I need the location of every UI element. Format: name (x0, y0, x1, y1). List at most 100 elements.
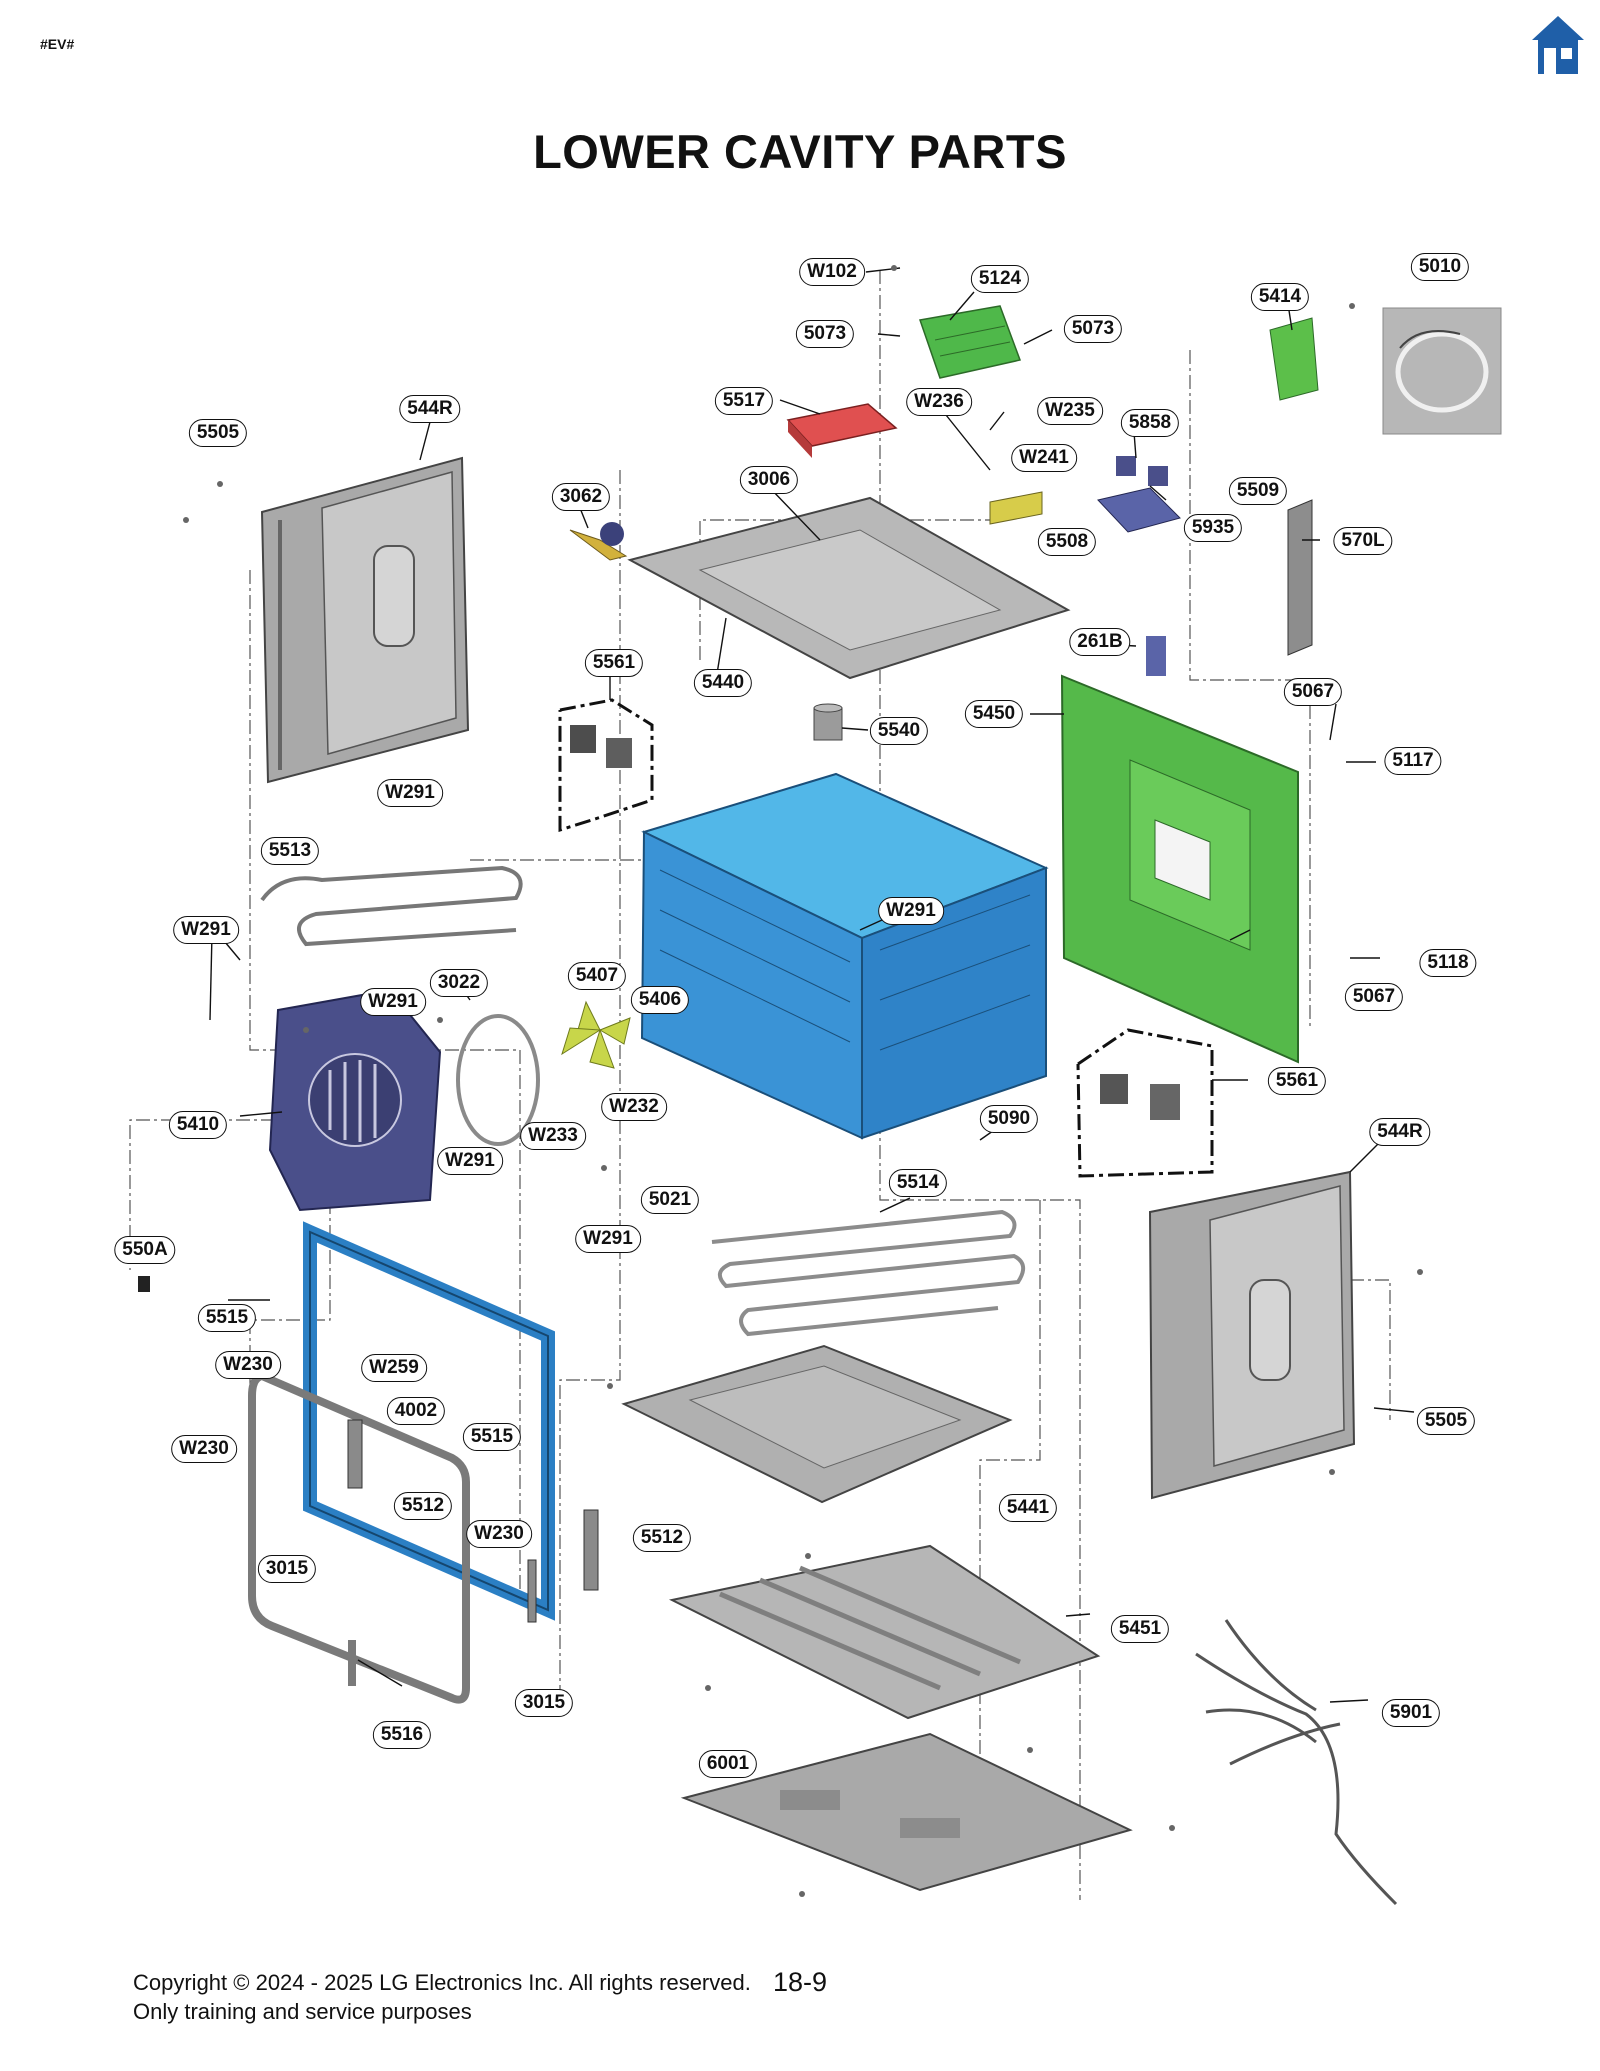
broil-element (260, 865, 523, 947)
part-label: 5509 (1228, 477, 1288, 505)
top-panel (627, 496, 1071, 680)
door-frame (303, 1221, 555, 1621)
part-label: 5451 (1110, 1615, 1170, 1643)
part-label: 261B (1069, 628, 1131, 656)
part-label: 5021 (640, 1186, 700, 1214)
part-label: 3062 (551, 483, 611, 511)
terminal-block (989, 491, 1043, 525)
side-panel-right (1148, 1170, 1356, 1500)
bake-element (711, 1209, 1026, 1337)
green-motor (919, 305, 1022, 379)
part-label: 5414 (1250, 283, 1310, 311)
part-label: 3015 (514, 1689, 574, 1717)
part-label: 5515 (197, 1304, 257, 1332)
base-panel (680, 1732, 1133, 1892)
part-label: 5517 (714, 387, 774, 415)
part-label: W235 (1037, 397, 1103, 425)
part-label: 5441 (998, 1494, 1058, 1522)
part-label: 4002 (386, 1397, 446, 1425)
part-label: 5515 (462, 1423, 522, 1451)
fan-cover (268, 988, 442, 1212)
part-label: W291 (437, 1147, 503, 1175)
part-label: 5073 (1063, 315, 1123, 343)
page-number: 18-9 (773, 1967, 828, 1997)
part-label: 5901 (1381, 1699, 1441, 1727)
part-label: W233 (520, 1122, 586, 1150)
part-label: 5508 (1037, 528, 1097, 556)
part-label: 5090 (979, 1105, 1039, 1133)
bottom-tray (621, 1344, 1013, 1504)
footer: Copyright © 2024 - 2025 LG Electronics I… (133, 1968, 751, 2026)
part-label: 5512 (393, 1492, 453, 1520)
part-label: 5067 (1283, 678, 1343, 706)
part-label: 544R (1369, 1118, 1431, 1146)
part-label: 544R (399, 395, 461, 423)
part-label: 5514 (888, 1169, 948, 1197)
part-label: W236 (906, 388, 972, 416)
part-label: 5505 (1416, 1407, 1476, 1435)
part-label: 5067 (1344, 983, 1404, 1011)
part-label: 5561 (1267, 1067, 1327, 1095)
part-label: 3015 (257, 1555, 317, 1583)
part-label: 5410 (168, 1111, 228, 1139)
fan-blade (561, 1000, 631, 1069)
part-label: 5440 (693, 669, 753, 697)
fitting (813, 703, 843, 741)
oven-cavity (640, 772, 1049, 1140)
door-gasket (248, 1371, 470, 1704)
part-label: 5406 (630, 986, 690, 1014)
part-label: 570L (1333, 527, 1393, 555)
part-label: W232 (601, 1093, 667, 1121)
part-label: W291 (878, 897, 944, 925)
strip-570l (1287, 499, 1313, 656)
part-label: 5561 (584, 649, 644, 677)
side-panel-left (260, 456, 470, 784)
part-label: W102 (799, 258, 865, 286)
convection-element (456, 1014, 540, 1146)
wire-coil-photo (1382, 307, 1502, 435)
part-label: W230 (466, 1520, 532, 1548)
switch-parts (1097, 456, 1181, 676)
part-label: 5118 (1419, 949, 1477, 977)
part-label: W291 (173, 916, 239, 944)
page-title: LOWER CAVITY PARTS (533, 125, 1067, 178)
usage-note: Only training and service purposes (133, 1999, 472, 2024)
part-label: W259 (361, 1354, 427, 1382)
home-icon[interactable] (1530, 14, 1586, 76)
part-label: 5010 (1410, 253, 1470, 281)
wire-harness (1195, 1619, 1398, 1906)
small-part-550a (138, 1276, 150, 1292)
sensor-box (786, 403, 898, 458)
part-label: 5117 (1384, 747, 1442, 775)
sensor-bracket-top (558, 698, 654, 833)
green-bracket (1269, 317, 1319, 401)
door-brackets (347, 1419, 599, 1623)
part-label: 5516 (372, 1721, 432, 1749)
part-label: 6001 (698, 1750, 758, 1778)
part-label: W291 (360, 988, 426, 1016)
part-label: 5935 (1183, 514, 1243, 542)
part-label: 5073 (795, 320, 855, 348)
part-label: 5407 (567, 962, 627, 990)
copyright: Copyright © 2024 - 2025 LG Electronics I… (133, 1970, 751, 1995)
damper-motor (569, 522, 628, 561)
part-label: 3022 (429, 969, 489, 997)
part-label: W230 (215, 1351, 281, 1379)
part-label: 550A (114, 1236, 176, 1264)
part-label: 5858 (1120, 409, 1180, 437)
part-label: W241 (1011, 444, 1077, 472)
part-label: 5505 (188, 419, 248, 447)
back-panel (1060, 674, 1299, 1064)
page-tag: #EV# (40, 36, 75, 52)
part-label: 3006 (739, 466, 799, 494)
part-label: W291 (377, 779, 443, 807)
part-label: W230 (171, 1435, 237, 1463)
part-label: 5512 (632, 1524, 692, 1552)
part-label: 5540 (869, 717, 929, 745)
part-label: 5450 (964, 700, 1024, 728)
bottom-panel (668, 1544, 1101, 1720)
part-label: 5513 (260, 837, 320, 865)
part-label: 5124 (970, 265, 1030, 293)
part-label: W291 (575, 1225, 641, 1253)
